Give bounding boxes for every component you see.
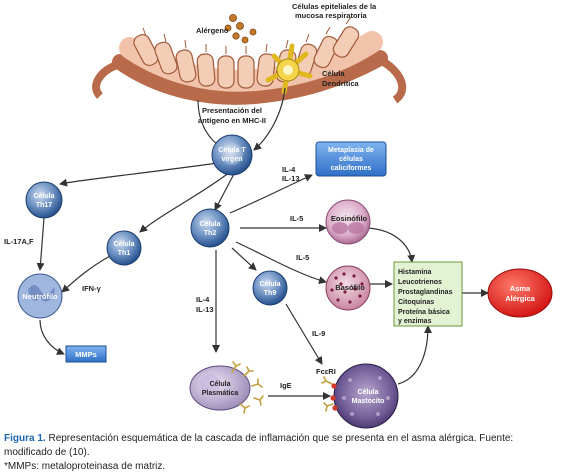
il17-label: IL-17A,F xyxy=(4,237,34,246)
naive-label-1: Célula T xyxy=(218,147,246,154)
il9-label: IL-9 xyxy=(312,329,325,338)
th2-cell xyxy=(190,208,230,248)
allergic-asthma-node xyxy=(487,268,553,318)
mmps-box xyxy=(65,345,107,363)
asthma-label-2: Alérgica xyxy=(505,294,535,303)
th1-label-2: Th1 xyxy=(118,250,131,257)
epithelium-illustration xyxy=(92,16,407,105)
epithelial-label-1: Células epiteliales de la xyxy=(292,2,377,11)
epithelial-label-2: mucosa respiratoria xyxy=(295,11,368,20)
th17-label-2: Th17 xyxy=(36,202,52,209)
mast-label-2: Mastocito xyxy=(352,398,385,405)
th1-cell xyxy=(106,230,142,266)
dendritic-cell xyxy=(265,43,313,95)
mast-cell xyxy=(321,363,399,429)
figure-number: Figura 1. xyxy=(4,433,46,444)
mediator-6: y enzimas xyxy=(398,318,432,325)
basophil-cell xyxy=(325,265,371,311)
pathway-arrows xyxy=(36,87,489,400)
plasma-label-2: Plasmática xyxy=(202,390,239,397)
metaplasia-label-1: Metaplasia de xyxy=(328,147,374,154)
asthma-label-1: Asma xyxy=(510,284,531,293)
mediator-1: Histamina xyxy=(398,269,432,276)
mediator-3: Prostaglandinas xyxy=(398,289,453,296)
th9-label-1: Célula xyxy=(259,281,280,288)
th2-label-2: Th2 xyxy=(204,230,217,237)
th9-cell xyxy=(252,270,288,306)
neutrophil-label: Neutrófilo xyxy=(22,292,58,301)
mediator-2: Leucotrienos xyxy=(398,279,442,286)
th17-label-1: Célula xyxy=(33,193,54,200)
naive-label-2: virgen xyxy=(221,156,242,163)
mediators-box xyxy=(393,261,463,327)
plasma-cell xyxy=(189,365,251,411)
naive-t-cell xyxy=(211,134,253,176)
il13-left-label: IL-13 xyxy=(196,305,214,314)
fceri-label: FcεRI xyxy=(316,367,336,376)
dendritic-label-2: Dendrítica xyxy=(322,79,360,88)
il4-left-label: IL-4 xyxy=(196,295,210,304)
mediator-4: Citoquinas xyxy=(398,299,434,306)
allergen-particles xyxy=(224,14,257,44)
dendritic-label-1: Célula xyxy=(322,69,345,78)
metaplasia-box xyxy=(315,141,387,177)
figure-caption: Figura 1. Representación esquemática de … xyxy=(4,432,564,474)
mediator-5: Proteína básica xyxy=(398,309,450,316)
mmps-label: MMPs xyxy=(75,350,97,359)
th17-cell xyxy=(25,181,63,219)
caption-text: Representación esquemática de la cascada… xyxy=(4,433,514,458)
eosinophil-cell xyxy=(325,199,371,245)
th9-label-2: Th9 xyxy=(264,290,277,297)
th2-label-1: Célula xyxy=(199,221,220,228)
il5-eosinophil-label: IL-5 xyxy=(290,214,303,223)
ige-label: IgE xyxy=(280,381,292,390)
il5-basophil-label: IL-5 xyxy=(296,253,309,262)
basophil-label: Basófilo xyxy=(335,283,365,292)
il4-top-label: IL-4 xyxy=(282,165,296,174)
mast-label-1: Célula xyxy=(357,389,378,396)
allergen-label: Alérgeno xyxy=(196,26,229,35)
ifn-label: IFN-γ xyxy=(82,284,102,293)
neutrophil-cell xyxy=(17,273,63,319)
metaplasia-label-2: células xyxy=(339,156,363,163)
plasma-label-1: Célula xyxy=(209,381,230,388)
metaplasia-label-3: caliciformes xyxy=(331,165,372,172)
presentation-label-2: antígeno en MHC-II xyxy=(198,116,266,125)
ige-antibodies xyxy=(231,361,264,414)
eosinophil-label: Eosinófilo xyxy=(331,214,368,223)
caption-footnote: *MMPs: metaloproteinasa de matriz. xyxy=(4,461,166,472)
th1-label-1: Célula xyxy=(113,241,134,248)
presentation-label-1: Presentación del xyxy=(202,106,262,115)
il13-top-label: IL-13 xyxy=(282,174,300,183)
